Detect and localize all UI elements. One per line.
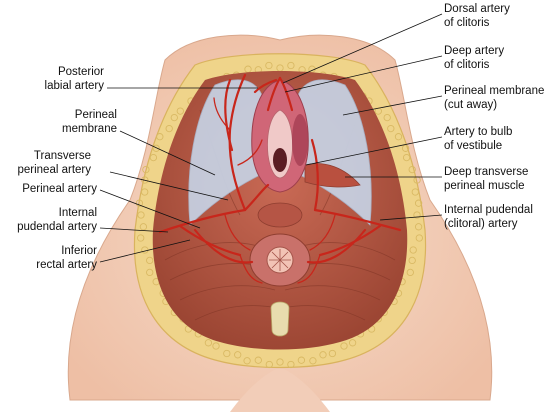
anal-folds xyxy=(269,249,291,271)
fat-lobule xyxy=(234,351,242,359)
label-internal-pudendal-artery: Internal pudendal artery xyxy=(17,207,97,234)
label-line: of clitoris xyxy=(444,58,490,71)
fat-lobule xyxy=(328,349,337,358)
fat-lobule xyxy=(146,268,154,277)
fat-lobule xyxy=(265,360,273,369)
fat-lobule xyxy=(408,256,416,265)
gluteal-cleft xyxy=(230,368,330,412)
fat-lobule xyxy=(276,358,284,366)
label-line: Perineal artery xyxy=(22,183,97,195)
label-line: labial artery xyxy=(44,79,104,92)
fat-lobule xyxy=(394,133,403,141)
fat-lobule xyxy=(146,256,154,265)
fat-lobule xyxy=(383,113,391,122)
fat-lobule xyxy=(387,124,395,133)
label-perineal-membrane-cut-away: Perineal membrane (cut away) xyxy=(444,85,544,112)
fat-lobule xyxy=(170,113,178,122)
label-line: Posterior xyxy=(57,66,104,78)
label-transverse-perineal-artery: Transverse perineal artery xyxy=(17,150,91,177)
fat-lobule xyxy=(135,199,144,207)
fat-lobule xyxy=(265,61,273,70)
label-line: Perineal membrane xyxy=(444,85,545,97)
fat-lobule xyxy=(413,211,421,219)
fat-lobule xyxy=(402,153,411,162)
fat-lobule xyxy=(142,165,150,174)
fat-lobule xyxy=(137,211,145,219)
fat-lobule xyxy=(409,246,417,254)
fat-lobule xyxy=(287,360,295,369)
label-line: of vestibule xyxy=(444,139,503,152)
label-perineal-artery: Perineal artery xyxy=(22,183,97,197)
fat-lobule xyxy=(141,188,149,196)
fat-lobule xyxy=(223,349,231,358)
label-artery-to-bulb-of-vestibule: Artery to bulb of vestibule xyxy=(444,126,512,153)
fat-lobule xyxy=(149,153,158,162)
fat-lobule xyxy=(340,342,348,350)
coccyx xyxy=(270,301,290,337)
fat-lobule xyxy=(152,144,160,152)
fat-lobule xyxy=(411,188,419,196)
fat-lobule xyxy=(165,124,173,133)
fat-lobule xyxy=(156,133,164,141)
label-perineal-membrane: Perineal membrane xyxy=(62,109,117,136)
fat-lobule xyxy=(406,268,414,277)
fat-lobule xyxy=(254,356,262,364)
arteries xyxy=(158,73,402,264)
fat-lobule xyxy=(414,199,423,207)
label-line: Artery to bulb xyxy=(444,126,513,138)
label-line: Dorsal artery xyxy=(444,3,510,15)
vaginal-orifice xyxy=(273,148,287,172)
leader-lines xyxy=(99,13,443,263)
fat-lobule xyxy=(401,144,410,152)
artery-branches xyxy=(213,97,336,284)
perineal-membrane-left xyxy=(188,79,263,226)
perineal-membrane-right xyxy=(297,79,372,226)
label-line: (clitoral) artery xyxy=(444,217,518,230)
label-inferior-rectal-artery: Inferior rectal artery xyxy=(36,245,97,272)
fat-lobule xyxy=(415,234,423,242)
label-line: Inferior xyxy=(61,245,97,257)
fat-lobule xyxy=(212,342,220,350)
label-line: Deep transverse xyxy=(444,166,529,178)
label-line: perineal artery xyxy=(17,163,91,176)
label-line: pudendal artery xyxy=(17,220,97,233)
perineal-body xyxy=(257,202,303,228)
label-posterior-labial-artery: Posterior labial artery xyxy=(45,66,104,93)
fat-lobule xyxy=(319,351,327,359)
label-line: membrane xyxy=(62,122,117,135)
fat-lobule xyxy=(287,61,295,70)
fat-lobule xyxy=(204,339,213,347)
label-line: Transverse xyxy=(33,150,91,162)
label-deep-artery-of-clitoris: Deep artery of clitoris xyxy=(444,45,504,72)
fat-lobule xyxy=(309,357,317,365)
label-line: Internal xyxy=(58,207,97,219)
fat-lobule xyxy=(139,223,148,231)
label-deep-transverse-perineal-muscle: Deep transverse perineal muscle xyxy=(444,166,528,193)
label-line: Internal pudendal xyxy=(444,204,533,216)
label-line: perineal muscle xyxy=(444,179,525,192)
label-line: Deep artery xyxy=(444,45,505,57)
label-line: rectal artery xyxy=(36,258,97,271)
label-line: (cut away) xyxy=(444,98,498,111)
label-line: Perineal xyxy=(74,109,117,121)
fat-lobule xyxy=(414,223,423,231)
fat-lobule xyxy=(141,176,149,184)
fat-lobule xyxy=(408,165,416,174)
label-dorsal-artery-of-clitoris: Dorsal artery of clitoris xyxy=(444,3,510,30)
fat-lobule xyxy=(243,357,251,365)
fat-lobule xyxy=(137,234,145,242)
label-internal-pudendal-clitoral-artery: Internal pudendal (clitoral) artery xyxy=(444,204,533,231)
bulb-of-vestibule xyxy=(292,114,308,166)
fat-lobule xyxy=(297,356,306,364)
fat-lobule xyxy=(348,339,357,347)
fat-lobule xyxy=(176,107,184,115)
label-line: of clitoris xyxy=(444,16,490,29)
